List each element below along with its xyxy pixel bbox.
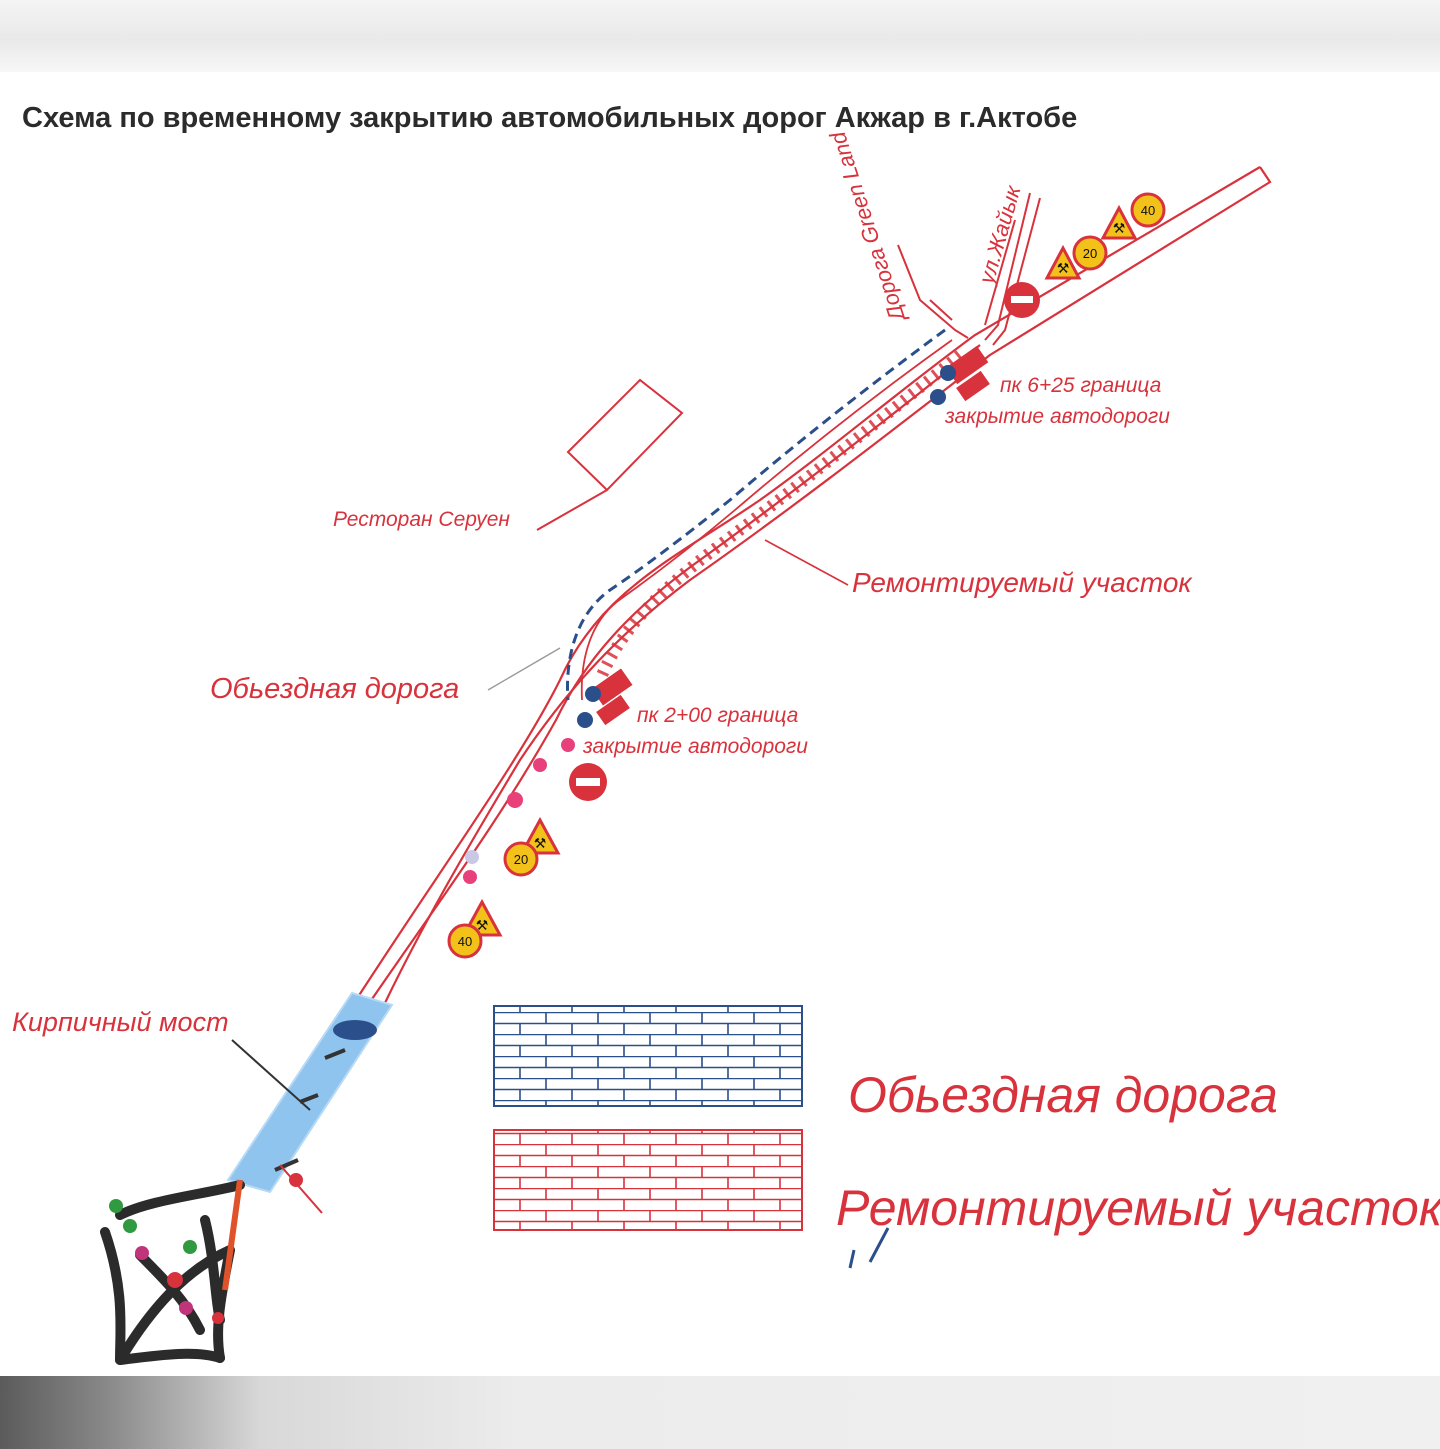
closure-barrier-pk625	[930, 345, 990, 405]
no-entry-sign-upper	[1004, 282, 1040, 318]
speed-limit-20-upper: 20	[1072, 235, 1108, 271]
side-roads	[897, 192, 1041, 346]
repair-section-hatch	[594, 350, 964, 683]
speed-limit-40-upper: 40	[1130, 192, 1166, 228]
road-label-green-land: Дорога Green Land	[825, 128, 911, 327]
label-repair-section: Ремонтируемый участок	[852, 567, 1193, 598]
svg-text:20: 20	[1083, 246, 1097, 261]
legend-label-bypass: Обьездная дорога	[848, 1067, 1278, 1123]
svg-text:⚒: ⚒	[1113, 220, 1126, 236]
road-label-zhaiyk: ул.Жайык	[973, 181, 1026, 288]
blurred-top-band	[0, 0, 1440, 72]
repair-leader-line	[764, 539, 849, 586]
svg-text:40: 40	[458, 934, 472, 949]
closure-barrier-pk200	[463, 668, 633, 884]
blurred-bottom-band	[0, 1376, 1440, 1449]
svg-text:20: 20	[514, 852, 528, 867]
interchange-markers	[109, 1179, 243, 1324]
svg-text:40: 40	[1141, 203, 1155, 218]
legend-swatch-repair	[493, 1129, 803, 1231]
svg-text:⚒: ⚒	[1057, 260, 1070, 276]
main-road	[355, 166, 1272, 1006]
legend-swatch-bypass	[493, 1005, 803, 1107]
label-brick-bridge: Кирпичный мост	[12, 1007, 229, 1037]
speed-limit-40-lower: 40	[447, 923, 483, 959]
svg-text:⚒: ⚒	[534, 835, 547, 851]
label-bypass-road: Обьездная дорога	[210, 673, 459, 705]
bypass-road-path	[566, 328, 953, 701]
label-pk625-line1: пк 6+25 граница	[1000, 374, 1161, 397]
label-pk200-line1: пк 2+00 граница	[637, 704, 798, 727]
restaurant-building	[536, 378, 684, 531]
roadwork-sign-2: ⚒	[1100, 204, 1138, 240]
bypass-leader-line	[487, 647, 561, 691]
diagram-title: Схема по временному закрытию автомобильн…	[22, 102, 1078, 134]
label-restaurant: Ресторан Серуен	[333, 508, 510, 531]
speed-limit-20-lower: 20	[503, 841, 539, 877]
svg-text:⚒: ⚒	[476, 917, 489, 933]
brick-bridge	[226, 991, 394, 1214]
pen-stroke-mark	[848, 1227, 890, 1269]
legend: Обьездная дорога Ремонтируемый участок	[493, 1005, 1440, 1236]
label-pk200-line2: закрытие автодороги	[582, 735, 808, 758]
label-pk625-line2: закрытие автодороги	[944, 405, 1170, 428]
roadwork-sign-1: ⚒	[1044, 244, 1082, 280]
legend-label-repair: Ремонтируемый участок	[836, 1180, 1440, 1236]
no-entry-sign-lower	[569, 763, 607, 801]
